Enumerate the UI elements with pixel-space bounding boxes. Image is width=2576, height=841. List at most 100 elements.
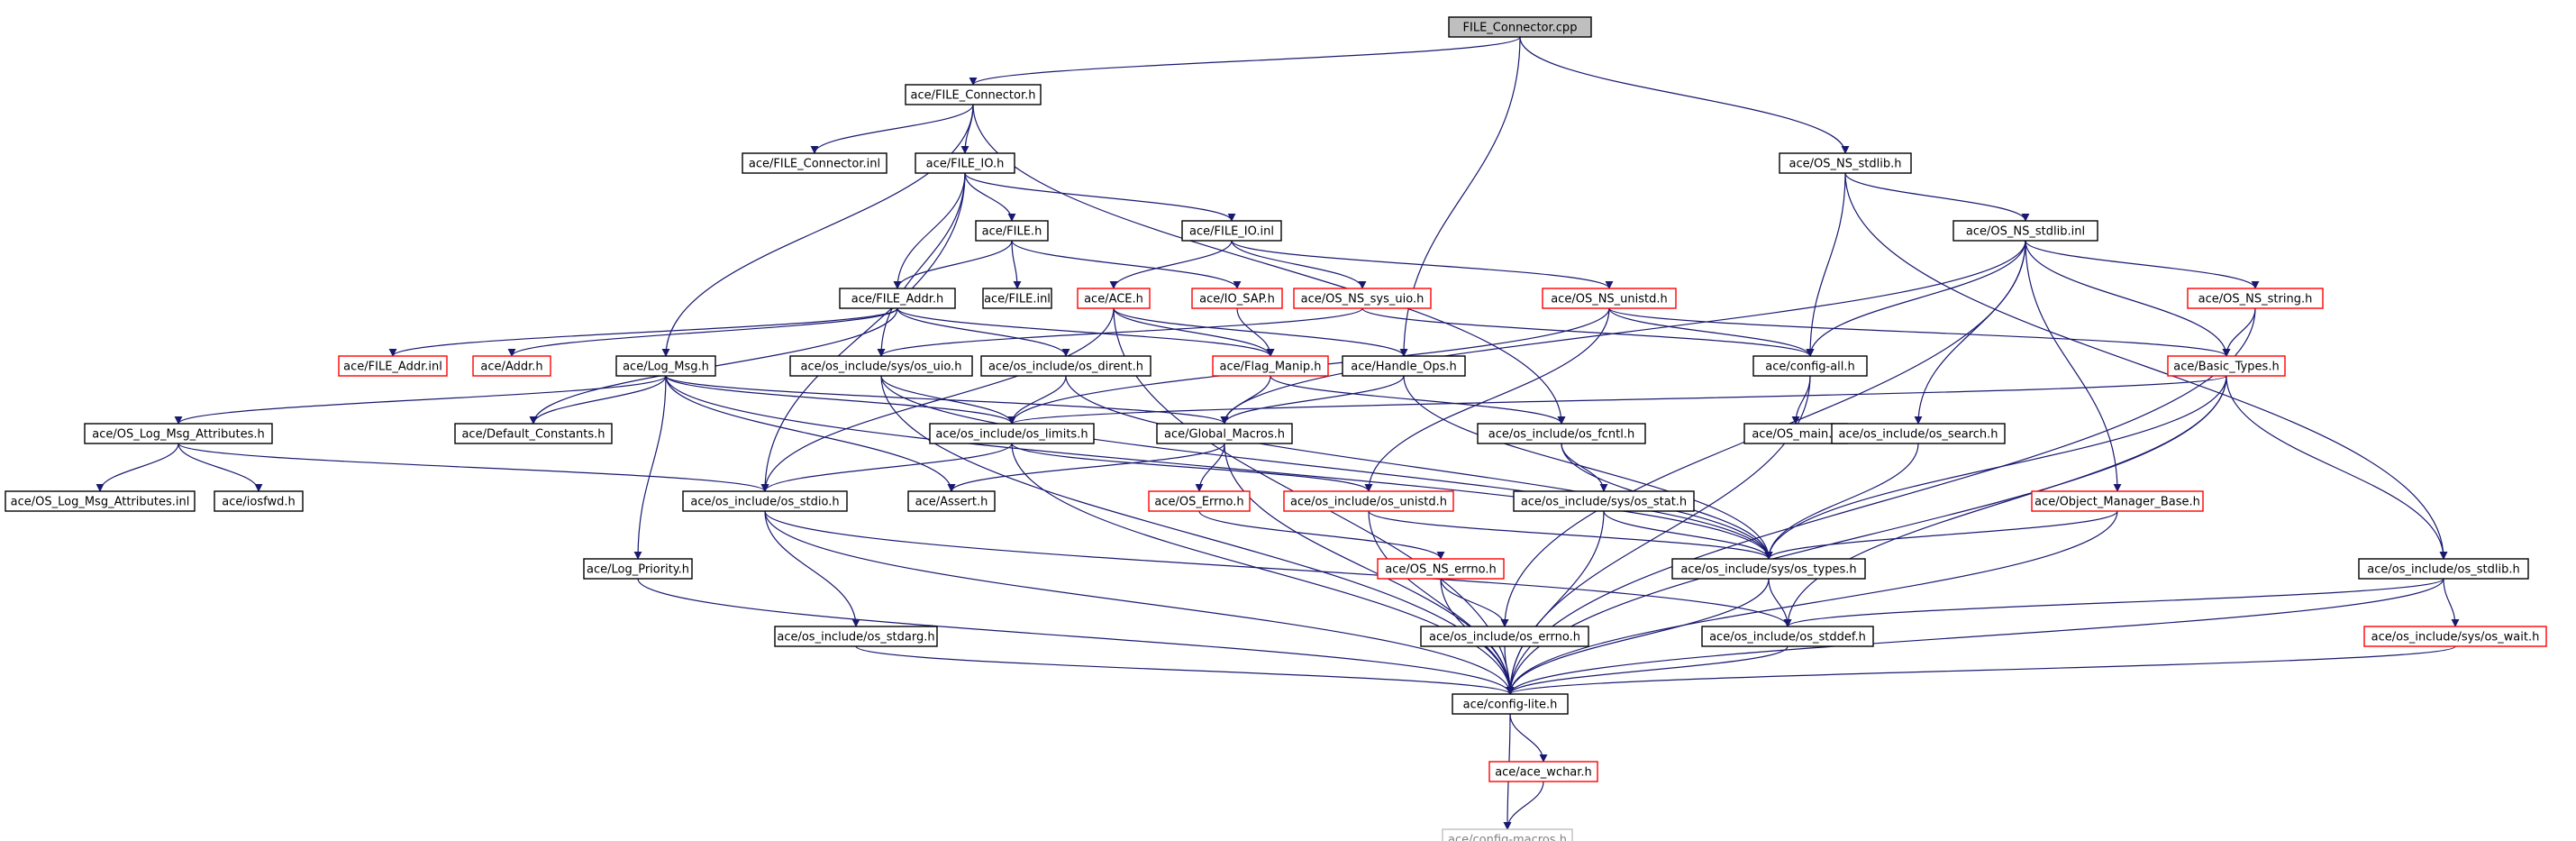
node-box xyxy=(615,355,716,377)
node-box xyxy=(2167,355,2286,377)
node-os-sys-uio-h[interactable]: ace/os_include/sys/os_uio.h xyxy=(789,355,973,377)
node-log-msg-attr-h[interactable]: ace/OS_Log_Msg_Attributes.h xyxy=(84,423,273,444)
node-file-addr-h[interactable]: ace/FILE_Addr.h xyxy=(839,288,956,309)
node-label: ace/iosfwd.h xyxy=(222,496,295,509)
node-box xyxy=(1542,288,1677,309)
edge-basic_types_h-to-os_sys_types_h xyxy=(1764,375,2227,560)
node-os-unistd-h[interactable]: ace/os_include/os_unistd.h xyxy=(1283,490,1454,512)
edge-log_msg_h-to-assert_h xyxy=(665,375,956,492)
node-flag-manip-h[interactable]: ace/Flag_Manip.h xyxy=(1212,355,1329,377)
edge-os_ns_string_h-to-config_lite_h xyxy=(1506,307,2256,695)
node-box xyxy=(583,558,693,580)
node-label: ace/os_include/sys/os_uio.h xyxy=(801,361,962,374)
node-label: ace/Basic_Types.h xyxy=(2173,361,2279,374)
node-label: ace/Flag_Manip.h xyxy=(1220,361,1322,374)
edge-os_sys_uio_h-to-os_sys_types_h xyxy=(880,375,1773,560)
node-os-ns-stdlib-inl[interactable]: ace/OS_NS_stdlib.inl xyxy=(1952,220,2098,242)
node-os-stddef-h[interactable]: ace/os_include/os_stddef.h xyxy=(1701,626,1874,647)
node-os-ns-sys-uio-h[interactable]: ace/OS_NS_sys_uio.h xyxy=(1293,288,1432,309)
node-os-sys-stat-h[interactable]: ace/os_include/sys/os_stat.h xyxy=(1513,490,1695,512)
node-box xyxy=(929,423,1095,444)
node-basic-types-h[interactable]: ace/Basic_Types.h xyxy=(2167,355,2286,377)
node-global-macros-h[interactable]: ace/Global_Macros.h xyxy=(1156,423,1293,444)
node-label: ace/OS_main.h xyxy=(1752,428,1839,442)
node-os-dirent-h[interactable]: ace/os_include/os_dirent.h xyxy=(980,355,1151,377)
node-label: ace/Global_Macros.h xyxy=(1164,428,1285,442)
node-label: FILE_Connector.cpp xyxy=(1463,22,1578,35)
node-root[interactable]: FILE_Connector.cpp xyxy=(1448,16,1592,38)
node-box xyxy=(338,355,448,377)
node-handle-ops-h[interactable]: ace/Handle_Ops.h xyxy=(1342,355,1466,377)
edge-os_ns_sys_uio_h-to-config_all_h xyxy=(1361,307,1815,357)
edge-os_stdio_h-to-config_lite_h xyxy=(764,510,1515,695)
edge-os_ns_sys_uio_h-to-os_sys_uio_h xyxy=(877,307,1363,357)
node-default-constants-h[interactable]: ace/Default_Constants.h xyxy=(454,423,613,444)
node-os-sys-types-h[interactable]: ace/os_include/sys/os_types.h xyxy=(1671,558,1866,580)
node-object-manager-base-h[interactable]: ace/Object_Manager_Base.h xyxy=(2031,490,2204,512)
node-ace-wchar-h[interactable]: ace/ace_wchar.h xyxy=(1488,761,1598,782)
node-os-stdio-h[interactable]: ace/os_include/os_stdio.h xyxy=(682,490,848,512)
node-os-limits-h[interactable]: ace/os_include/os_limits.h xyxy=(929,423,1095,444)
node-file-h[interactable]: ace/FILE.h xyxy=(975,220,1049,242)
node-box xyxy=(982,288,1052,309)
node-label: ace/Log_Priority.h xyxy=(587,563,689,577)
node-log-msg-attr-inl[interactable]: ace/OS_Log_Msg_Attributes.inl xyxy=(5,490,196,512)
node-file-io-inl[interactable]: ace/FILE_IO.inl xyxy=(1181,220,1282,242)
node-fc-h[interactable]: ace/FILE_Connector.h xyxy=(905,84,1042,105)
node-os-fcntl-h[interactable]: ace/os_include/os_fcntl.h xyxy=(1477,423,1646,444)
node-label: ace/OS_Log_Msg_Attributes.inl xyxy=(11,496,190,509)
edge-os_ns_stdlib_inl-to-basic_types_h xyxy=(2025,240,2231,357)
node-os-errno-h[interactable]: ace/os_include/os_errno.h xyxy=(1420,626,1589,647)
node-os-sys-wait-h[interactable]: ace/os_include/sys/os_wait.h xyxy=(2363,626,2547,647)
node-label: ace/ACE.h xyxy=(1084,293,1143,306)
node-config-macros-h[interactable]: ace/config-macros.h xyxy=(1442,828,1573,841)
node-ace-h[interactable]: ace/ACE.h xyxy=(1077,288,1151,309)
node-os-stdarg-h[interactable]: ace/os_include/os_stdarg.h xyxy=(774,626,938,647)
node-box xyxy=(1342,355,1466,377)
edge-global_macros_h-to-config_lite_h xyxy=(1224,443,1515,695)
node-box xyxy=(907,490,996,512)
node-box xyxy=(1488,761,1598,782)
node-assert-h[interactable]: ace/Assert.h xyxy=(907,490,996,512)
edge-object_manager_base_h-to-config_lite_h xyxy=(1506,510,2118,695)
node-label: ace/os_include/os_unistd.h xyxy=(1290,496,1447,509)
node-label: ace/OS_NS_string.h xyxy=(2198,293,2313,306)
node-os-ns-errno-h[interactable]: ace/OS_NS_errno.h xyxy=(1377,558,1505,580)
edge-os_stdlib_h-to-config_lite_h xyxy=(1506,578,2444,695)
node-log-msg-h[interactable]: ace/Log_Msg.h xyxy=(615,355,716,377)
edge-os_stdlib_h-to-os_sys_wait_h xyxy=(2443,578,2460,627)
node-box xyxy=(1156,423,1293,444)
node-label: ace/OS_Errno.h xyxy=(1154,496,1243,509)
edge-global_macros_h-to-os_errno_h_ace xyxy=(1195,443,1225,492)
node-os-stdlib-h[interactable]: ace/os_include/os_stdlib.h xyxy=(2358,558,2529,580)
node-box xyxy=(2358,558,2529,580)
edge-config_lite_h-to-ace_wchar_h xyxy=(1509,713,1548,763)
node-os-ns-stdlib-h[interactable]: ace/OS_NS_stdlib.h xyxy=(1779,152,1912,174)
node-os-search-h[interactable]: ace/os_include/os_search.h xyxy=(1831,423,2006,444)
node-io-sap-h[interactable]: ace/IO_SAP.h xyxy=(1191,288,1283,309)
node-file-addr-inl[interactable]: ace/FILE_Addr.inl xyxy=(338,355,448,377)
edge-log_priority_h-to-config_lite_h xyxy=(637,578,1515,695)
node-fc-inl[interactable]: ace/FILE_Connector.inl xyxy=(742,152,887,174)
edge-os_sys_types_h-to-os_stddef_h xyxy=(1768,578,1792,627)
node-log-priority-h[interactable]: ace/Log_Priority.h xyxy=(583,558,693,580)
node-addr-h[interactable]: ace/Addr.h xyxy=(472,355,551,377)
node-box xyxy=(472,355,551,377)
node-label: ace/FILE.h xyxy=(982,225,1042,239)
node-label: ace/ace_wchar.h xyxy=(1495,766,1592,780)
edge-ace_wchar_h-to-config_macros_h xyxy=(1503,781,1544,830)
edge-os_limits_h-to-os_unistd_h xyxy=(1011,443,1373,492)
node-config-all-h[interactable]: ace/config-all.h xyxy=(1752,355,1868,377)
node-iosfwd-h[interactable]: ace/iosfwd.h xyxy=(214,490,304,512)
node-file-io-h[interactable]: ace/FILE_IO.h xyxy=(915,152,1015,174)
node-label: ace/Log_Msg.h xyxy=(623,361,709,374)
node-config-lite-h[interactable]: ace/config-lite.h xyxy=(1452,693,1569,715)
node-os-errno-h-ace[interactable]: ace/OS_Errno.h xyxy=(1148,490,1251,512)
node-label: ace/FILE_IO.inl xyxy=(1189,225,1274,239)
node-file-inl[interactable]: ace/FILE.inl xyxy=(982,288,1052,309)
node-os-ns-unistd-h[interactable]: ace/OS_NS_unistd.h xyxy=(1542,288,1677,309)
node-box xyxy=(1293,288,1432,309)
node-os-ns-string-h[interactable]: ace/OS_NS_string.h xyxy=(2187,288,2324,309)
node-label: ace/config-macros.h xyxy=(1448,834,1567,841)
edge-os_ns_unistd_h-to-os_unistd_h xyxy=(1364,307,1610,492)
